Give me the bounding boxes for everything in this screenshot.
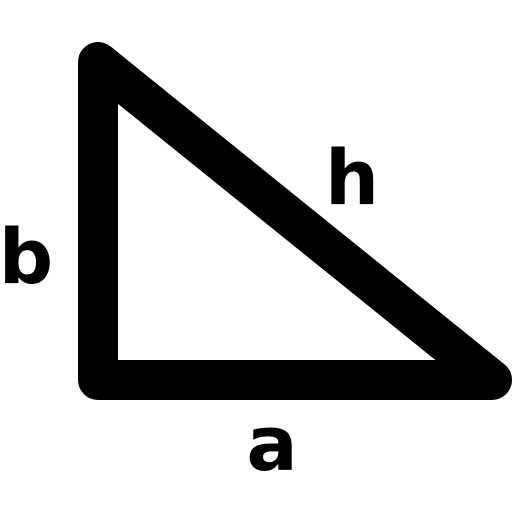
horizontal-leg-label: a xyxy=(246,399,297,488)
hypotenuse-label: h xyxy=(325,133,379,222)
right-triangle xyxy=(78,42,512,400)
vertical-leg-label: b xyxy=(0,212,53,301)
